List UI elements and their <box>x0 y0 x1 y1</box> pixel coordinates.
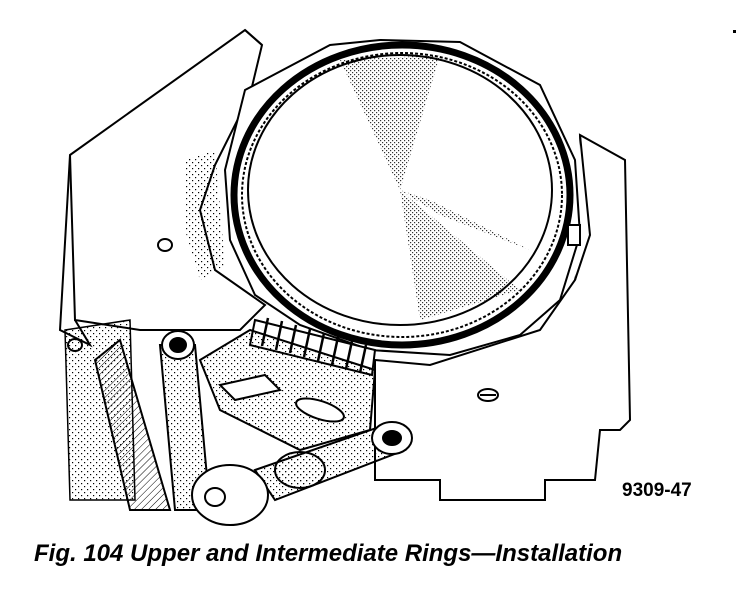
left-lever <box>93 330 212 511</box>
piston-crown-shading-mid <box>400 190 530 250</box>
piston-ring-inner <box>241 52 563 338</box>
pivot-boss <box>191 451 326 526</box>
ring-gap-clip <box>567 224 581 246</box>
scan-speck <box>733 30 736 33</box>
lower-plate <box>198 328 377 452</box>
figure-caption: Fig. 104 Upper and Intermediate Rings—In… <box>34 540 623 567</box>
figure-reference-number: 9309-47 <box>622 480 692 501</box>
piston-crown-shading-top <box>340 55 440 190</box>
fixture-shading-upper <box>185 150 225 280</box>
piston-crown-shading-bottom <box>400 190 520 320</box>
piston-ring-outer <box>230 41 574 349</box>
